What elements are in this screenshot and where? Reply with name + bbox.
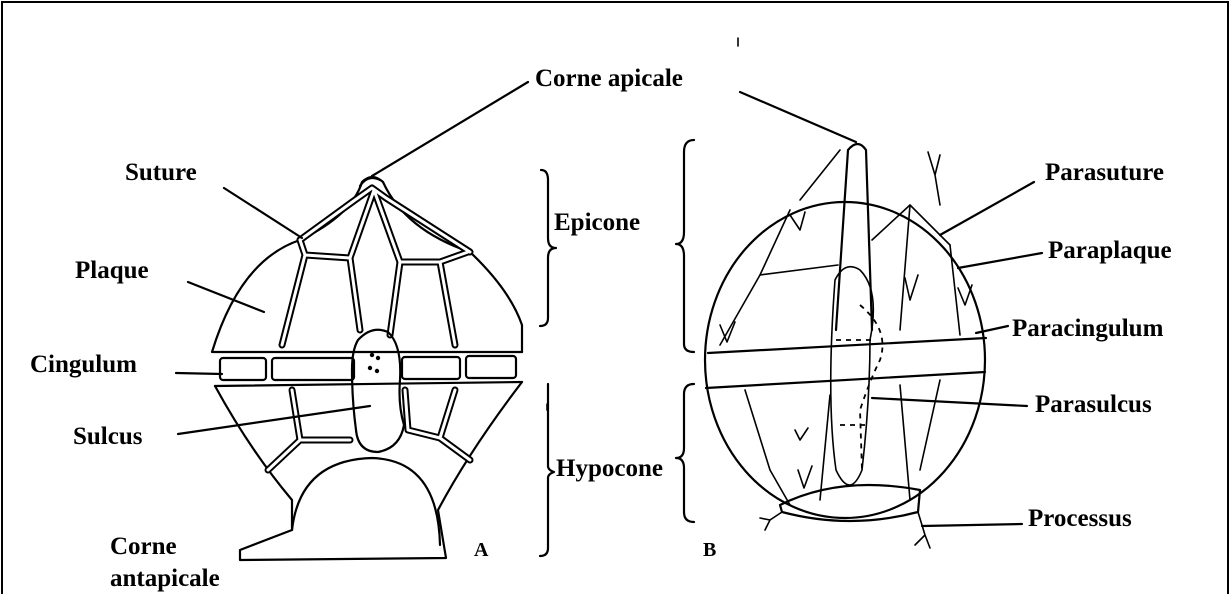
cyst-drawing-b <box>705 144 986 548</box>
apex-horn <box>360 178 380 186</box>
label-suture: Suture <box>125 159 197 186</box>
label-hypocone: Hypocone <box>556 455 663 482</box>
label-fig-b: B <box>703 539 716 561</box>
label-epicone: Epicone <box>554 209 640 236</box>
paracingulum-bottom <box>706 372 985 388</box>
cyst-outline <box>705 202 985 518</box>
label-cingulum: Cingulum <box>30 351 137 378</box>
label-paraplaque: Paraplaque <box>1048 237 1172 264</box>
label-paracingulum: Paracingulum <box>1012 315 1164 342</box>
label-corne-apicale: Corne apicale <box>535 65 683 92</box>
hypocone-outline <box>215 382 522 560</box>
epicone-brace <box>540 170 556 326</box>
apical-horn-b <box>836 144 872 330</box>
epicone-sutures <box>282 188 470 345</box>
antapical-plate-b <box>780 485 920 521</box>
label-plaque: Plaque <box>75 257 149 284</box>
label-parasuture: Parasuture <box>1045 159 1164 186</box>
label-processus: Processus <box>1028 505 1132 532</box>
parasutures-b <box>720 150 960 505</box>
theca-drawing-a <box>212 177 522 560</box>
label-fig-a: A <box>474 539 489 561</box>
hypocone-brace-b <box>676 384 694 522</box>
label-corne-antapicale-2: antapicale <box>110 565 220 592</box>
sulcus-shape <box>352 330 404 452</box>
cingulum-band <box>213 352 522 386</box>
label-parasulcus: Parasulcus <box>1035 391 1152 418</box>
label-sulcus: Sulcus <box>73 423 143 450</box>
label-corne-antapicale-1: Corne <box>110 533 177 560</box>
antapical-arch <box>292 458 440 545</box>
epicone-brace-b <box>676 140 694 352</box>
